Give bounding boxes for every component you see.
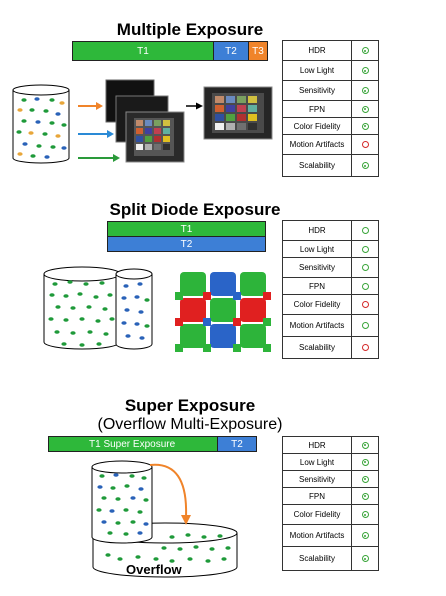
circled-dot-icon — [361, 511, 369, 519]
section1-bar-t1: T1 — [72, 41, 214, 61]
red-ring-icon — [361, 301, 369, 309]
small-photodiode-dots — [121, 282, 150, 340]
criteria-label: Low Light — [282, 60, 352, 81]
criteria-label: Color Fidelity — [282, 504, 352, 525]
criteria-label: Low Light — [282, 240, 352, 258]
overflow-basin — [92, 522, 238, 578]
circled-dot-icon — [361, 458, 369, 466]
criteria-row: FPN — [282, 277, 379, 295]
criteria-label: Sensitivity — [282, 257, 352, 278]
super-exposure-cylinder — [91, 460, 153, 544]
criteria-row: Scalability — [282, 154, 379, 177]
criteria-label: Sensitivity — [282, 470, 352, 488]
section2-title: Split Diode Exposure — [109, 200, 281, 219]
small-photodiode-cylinder — [115, 268, 153, 350]
large-photodiode-cylinder — [43, 266, 121, 350]
circled-dot-icon — [361, 105, 369, 113]
criteria-row: HDR — [282, 40, 379, 61]
exposure-arrows — [78, 102, 120, 162]
criteria-row: Sensitivity — [282, 257, 379, 278]
criteria-label: Scalability — [282, 154, 352, 177]
circled-dot-icon — [361, 441, 369, 449]
section1-bar-t3: T3 — [248, 41, 268, 61]
section3-title: Super Exposure — [124, 396, 256, 415]
criteria-row: Scalability — [282, 546, 379, 571]
criteria-label: HDR — [282, 40, 352, 61]
section3-illustration: Overflow — [91, 460, 238, 578]
pixel-cylinder — [12, 84, 70, 164]
section3-bar-t1: T1 Super Exposure — [48, 436, 218, 452]
criteria-row: Color Fidelity — [282, 294, 379, 315]
red-ring-icon — [361, 344, 369, 352]
circled-dot-icon — [361, 475, 369, 483]
criteria-row: Motion Artifacts — [282, 524, 379, 547]
criteria-label: Scalability — [282, 546, 352, 571]
large-photodiode-dots — [48, 280, 115, 347]
criteria-label: Motion Artifacts — [282, 524, 352, 547]
overflow-arrow — [149, 463, 191, 525]
split-pixel-pattern — [175, 272, 271, 352]
criteria-row: Motion Artifacts — [282, 314, 379, 337]
ring-icon — [361, 322, 369, 330]
criteria-row: Sensitivity — [282, 80, 379, 101]
section2-illustration — [43, 266, 271, 352]
criteria-label: Sensitivity — [282, 80, 352, 101]
section1-criteria-table: HDR Low Light Sensitivity FPN Color Fide… — [282, 40, 379, 177]
criteria-row: FPN — [282, 487, 379, 505]
criteria-row: HDR — [282, 436, 379, 454]
pixel-dots — [16, 97, 67, 159]
section1-illustration — [12, 79, 273, 164]
circled-dot-icon — [361, 122, 369, 130]
section3-bar-t2: T2 — [217, 436, 257, 452]
circled-dot-icon — [361, 532, 369, 540]
criteria-row: HDR — [282, 220, 379, 241]
section1-bar-t2: T2 — [213, 41, 249, 61]
criteria-row: Motion Artifacts — [282, 134, 379, 155]
criteria-row: Low Light — [282, 240, 379, 258]
circled-dot-icon — [361, 47, 369, 55]
section2-criteria-table: HDR Low Light Sensitivity FPN Color Fide… — [282, 220, 379, 359]
hdr-result-image — [203, 86, 273, 140]
criteria-row: Color Fidelity — [282, 117, 379, 135]
criteria-label: FPN — [282, 277, 352, 295]
criteria-row: Low Light — [282, 453, 379, 471]
color-checker-chart — [134, 118, 174, 156]
circled-dot-icon — [361, 555, 369, 563]
section3-criteria-table: HDR Low Light Sensitivity FPN Color Fide… — [282, 436, 379, 571]
criteria-row: Scalability — [282, 336, 379, 359]
criteria-label: Scalability — [282, 336, 352, 359]
ring-icon — [361, 282, 369, 290]
overflow-label: Overflow — [126, 562, 183, 577]
criteria-label: Color Fidelity — [282, 117, 352, 135]
super-exposure-dots — [96, 473, 149, 536]
merge-arrow — [186, 102, 203, 110]
section2-bar-t1: T1 — [107, 221, 266, 237]
exposure-frames — [105, 79, 185, 163]
criteria-row: Low Light — [282, 60, 379, 81]
criteria-label: Low Light — [282, 453, 352, 471]
ring-icon — [361, 245, 369, 253]
criteria-label: FPN — [282, 487, 352, 505]
criteria-label: Motion Artifacts — [282, 134, 352, 155]
criteria-row: FPN — [282, 100, 379, 118]
criteria-label: Color Fidelity — [282, 294, 352, 315]
circled-dot-icon — [361, 67, 369, 75]
circled-dot-icon — [361, 162, 369, 170]
red-ring-icon — [361, 141, 369, 149]
ring-icon — [361, 227, 369, 235]
section2-bar-t2: T2 — [107, 236, 266, 252]
criteria-label: HDR — [282, 436, 352, 454]
criteria-row: Sensitivity — [282, 470, 379, 488]
circled-dot-icon — [361, 87, 369, 95]
criteria-label: HDR — [282, 220, 352, 241]
criteria-label: Motion Artifacts — [282, 314, 352, 337]
overflow-dots — [105, 533, 231, 563]
criteria-label: FPN — [282, 100, 352, 118]
section3-subtitle: (Overflow Multi-Exposure) — [97, 416, 283, 433]
ring-icon — [361, 264, 369, 272]
criteria-row: Color Fidelity — [282, 504, 379, 525]
section1-title: Multiple Exposure — [116, 20, 264, 39]
circled-dot-icon — [361, 492, 369, 500]
